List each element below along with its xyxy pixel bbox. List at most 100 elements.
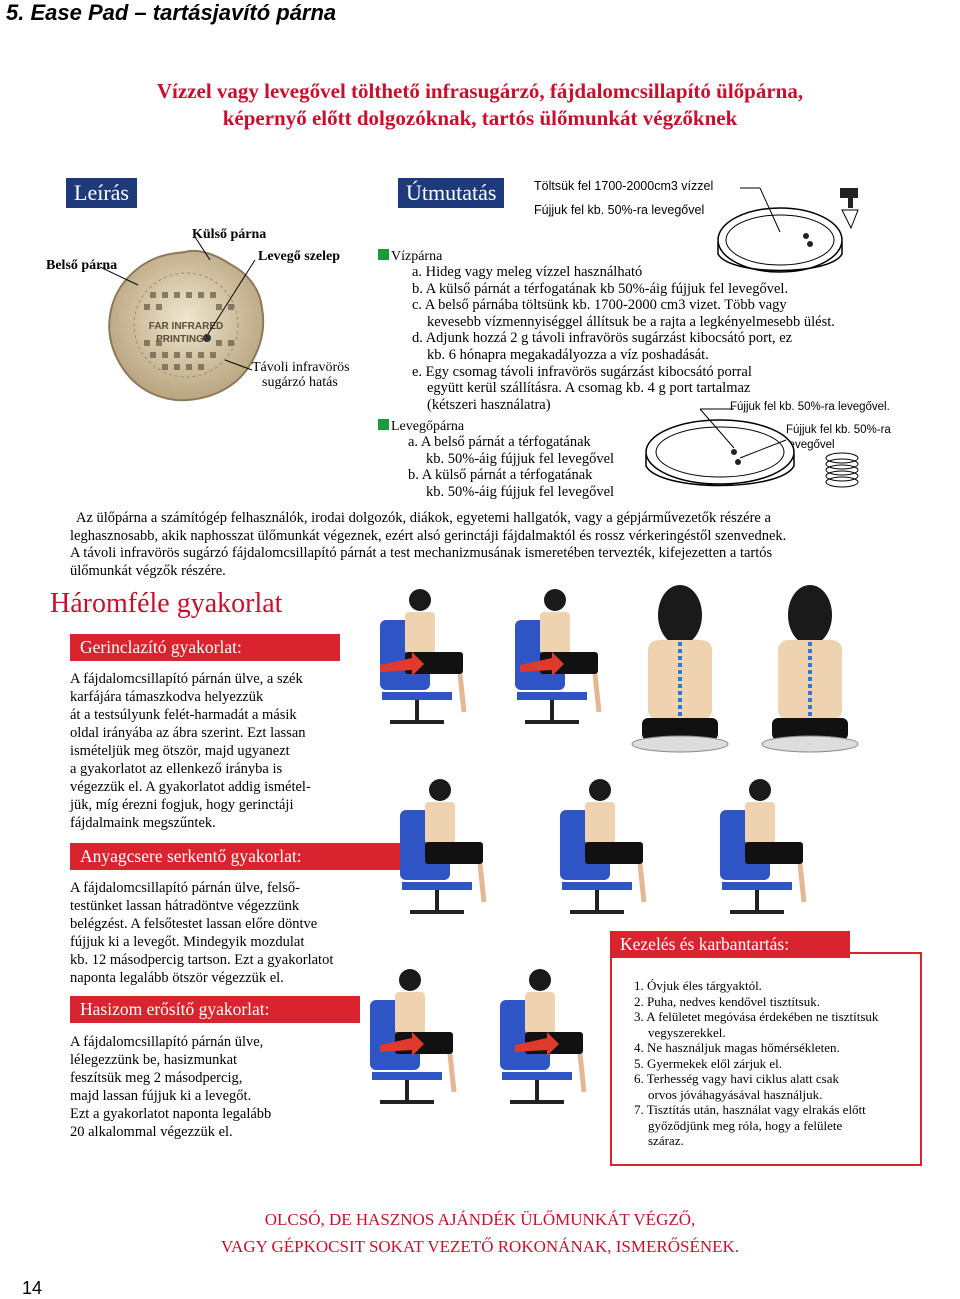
ex2-line: naponta legalább ötször végezzük el. [70, 970, 284, 986]
label-air-valve: Levegő szelep [258, 249, 341, 264]
air-cushion-illustration [645, 408, 859, 488]
intro-line: leghasznosabb, akik naphosszat ülőmunkát… [70, 527, 787, 544]
ex1-line: át a testsúlyunk felét-harmadát a másik [70, 707, 297, 723]
water-item: (kétszeri használatra) [427, 396, 551, 413]
exercise-2-title: Anyagcsere serkentő gyakorlat: [70, 843, 400, 870]
care-item: orvos jóváhagyásával használjuk. [648, 1086, 823, 1102]
exercise-1-title: Gerinclazító gyakorlat: [70, 634, 340, 661]
ex3-line: majd lassan fújjuk ki a levegőt. [70, 1088, 252, 1104]
ex1-line: karfájára támaszkodva helyezzük [70, 689, 264, 705]
care-list: 1. Óvjuk éles tárgyaktól. 2. Puha, nedve… [634, 978, 914, 1149]
cushion-illustration: FAR INFRARED PRINTING [100, 236, 265, 402]
ex2-line: A fájdalomcsillapító párnán ülve, felső- [70, 880, 300, 896]
label-outer-cushion: Külső párna [192, 227, 267, 242]
ex1-line: A fájdalomcsillapító párnán ülve, a szék [70, 671, 303, 687]
title-line-2: képernyő előtt dolgozóknak, tartós ülőmu… [222, 106, 738, 130]
instructions-heading: Útmutatás [398, 178, 505, 208]
exercise-1-text: A fájdalomcsillapító párnán ülve, a szék… [70, 670, 311, 832]
water-item: kevesebb vízmennyiséggel állítsuk be a r… [427, 313, 835, 330]
note-air-half-2: Fújjuk fel kb. 50%-ra levegővel [786, 423, 891, 453]
note-air-half-2b: levegővel [786, 439, 835, 451]
page-title: Vízzel vagy levegővel tölthető infrasugá… [0, 78, 960, 132]
exercise-3-text: A fájdalomcsillapító párnán ülve, lélege… [70, 1033, 271, 1141]
care-item: 2. Puha, nedves kendővel tisztítsuk. [634, 993, 820, 1009]
ex1-line: oldal irányába az ábra szerint. Ezt lass… [70, 725, 306, 741]
water-item: együtt kerül szállításra. A csomag kb. 4… [427, 380, 751, 397]
section-header: 5. Ease Pad – tartásjavító párna [6, 0, 337, 25]
care-item: 4. Ne használjuk magas hőmérsékleten. [634, 1040, 840, 1055]
ex3-line: feszítsük meg 2 másodpercig, [70, 1070, 243, 1086]
footer-line-1: OLCSÓ, DE HASZNOS AJÁNDÉK ÜLŐMUNKÁT VÉGZ… [264, 1210, 696, 1229]
ex1-line: jük, míg érezni fogjuk, hogy gerinctáji [70, 797, 294, 813]
care-item: száraz. [648, 1133, 684, 1148]
air-cushion-title: Levegőpárna [378, 418, 464, 435]
water-cushion-title: Vízpárna [378, 248, 442, 265]
description-heading: Leírás [66, 178, 137, 208]
ex1-line: a gyakorlatot az ellenkező irányba is [70, 761, 283, 777]
label-inner-cushion: Belső párna [46, 258, 118, 273]
spine-exercise-figure-1 [380, 589, 464, 722]
care-item: 1. Óvjuk éles tárgyaktól. [634, 978, 762, 993]
water-item: c. A belső párnába töltsünk kb. 1700-200… [412, 297, 787, 314]
intro-line: Az ülőpárna a számítógép felhasználók, i… [76, 510, 771, 526]
ex3-line: 20 alkalommal végezzük el. [70, 1124, 233, 1140]
ex2-line: fújjuk ki a levegőt. Mindegyik mozdulat [70, 934, 305, 950]
water-cushion-list: a. Hideg vagy meleg vízzel használható b… [412, 264, 912, 413]
label-far-infrared-2: sugárzó hatás [262, 375, 338, 390]
ex3-line: A fájdalomcsillapító párnán ülve, [70, 1034, 264, 1050]
page-number: 14 [22, 1278, 43, 1298]
intro-line: A távoli infravörös sugárzó fájdalomcsil… [70, 545, 773, 562]
spine-exercise-figure-2 [515, 589, 599, 722]
care-item: 3. A felületet megóvása érdekében ne tis… [634, 1009, 879, 1024]
ex1-line: végezzük el. A gyakorlatot addig ismétel… [70, 779, 311, 795]
ex1-line: fájdalmaink megszűntek. [70, 815, 216, 831]
water-item: b. A külső párnát a térfogatának kb 50%-… [412, 280, 789, 297]
ex3-line: lélegezzünk be, hasizmunkat [70, 1052, 238, 1068]
note-air-half: Fújjuk fel kb. 50%-ra levegővel. [730, 401, 890, 413]
water-cushion-illustration [717, 187, 859, 273]
ex2-line: belégzést. A felsőtestet lassan előre dö… [70, 916, 318, 932]
exercise-illustrations [350, 585, 859, 1130]
back-view-figure-2 [761, 585, 859, 753]
footer-slogan: OLCSÓ, DE HASZNOS AJÁNDÉK ÜLŐMUNKÁT VÉGZ… [0, 1206, 960, 1260]
exercises-heading: Háromféle gyakorlat [50, 588, 283, 619]
intro-paragraph: Az ülőpárna a számítógép felhasználók, i… [70, 510, 910, 580]
air-item: kb. 50%-áig fújjuk fel levegővel [426, 483, 615, 500]
water-item: kb. 6 hónapra megakadályozza a víz posha… [427, 346, 709, 363]
metabolism-figure-3 [720, 779, 804, 912]
air-item: a. A belső párnát a térfogatának [408, 434, 591, 450]
label-far-infrared-1: Távoli infravörös [252, 360, 350, 375]
air-item: kb. 50%-áig fújjuk fel levegővel [426, 450, 615, 467]
water-item: e. Egy csomag távoli infravörös sugárzás… [412, 363, 752, 380]
water-item: d. Adjunk hozzá 2 g távoli infravörös su… [412, 330, 793, 347]
care-item: 7. Tisztítás után, használat vagy elraká… [634, 1102, 866, 1117]
stamp-far-infrared: FAR INFRARED [149, 321, 223, 332]
abdominal-figure-2 [500, 969, 584, 1102]
care-item: 5. Gyermekek elől zárjuk el. [634, 1055, 782, 1071]
ex1-line: ismételjük meg ötször, majd ugyanezt [70, 743, 290, 759]
title-line-1: Vízzel vagy levegővel tölthető infrasugá… [156, 79, 804, 103]
note-water-fill: Töltsük fel 1700-2000cm3 vízzel [534, 179, 714, 193]
care-item: vegyszerekkel. [648, 1024, 726, 1040]
stamp-printing: PRINTING [156, 334, 204, 345]
metabolism-figure-2 [560, 779, 644, 912]
intro-line: ülőmunkát végzők részére. [70, 562, 226, 579]
water-item: a. Hideg vagy meleg vízzel használható [412, 264, 643, 280]
exercise-3-title: Hasizom erősítő gyakorlat: [70, 996, 360, 1023]
care-item: győződjünk meg róla, hogy a felülete [648, 1117, 843, 1133]
metabolism-figure-1 [400, 779, 484, 912]
note-air-fill: Fújjuk fel kb. 50%-ra levegővel [534, 203, 705, 217]
green-square-icon [378, 249, 389, 260]
ex3-line: Ezt a gyakorlatot naponta legalább [70, 1106, 272, 1122]
care-box [610, 952, 922, 1166]
green-square-icon [378, 419, 389, 430]
footer-line-2: VAGY GÉPKOCSIT SOKAT VEZETŐ ROKONÁNAK, I… [220, 1237, 740, 1256]
ex2-line: testünket lassan hátradöntve végezzünk [70, 898, 300, 914]
note-air-half-2a: Fújjuk fel kb. 50%-ra [786, 424, 891, 436]
exercise-2-text: A fájdalomcsillapító párnán ülve, felső-… [70, 879, 333, 987]
air-item: b. A külső párnát a térfogatának [408, 467, 593, 484]
air-cushion-list: a. A belső párnát a térfogatának kb. 50%… [408, 434, 614, 500]
care-item: 6. Terhesség vagy havi ciklus alatt csak [634, 1071, 839, 1086]
back-view-figure-1 [631, 585, 729, 753]
ex2-line: kb. 12 másodpercig tartson. Ezt a gyakor… [70, 952, 334, 968]
